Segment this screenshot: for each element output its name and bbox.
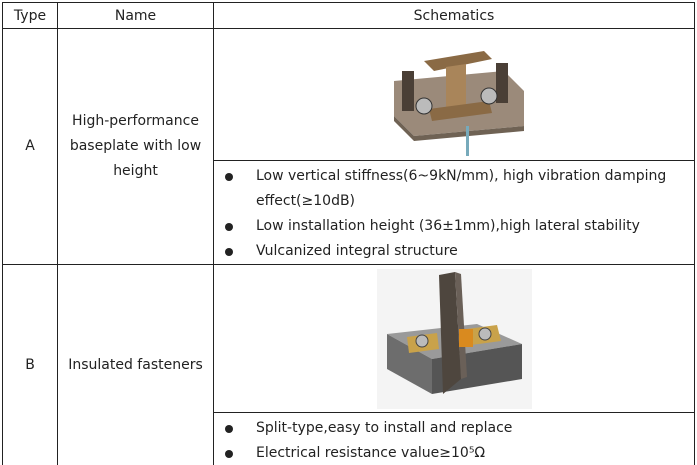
header-schematics: Schematics [213, 2, 695, 29]
table-row: Split-type,easy to install and replace E… [3, 412, 695, 465]
feature-item: Split-type,easy to install and replace [222, 416, 694, 441]
table-row: B Insulated fasteners [2, 264, 695, 465]
header-row: Type Name Schematics [2, 2, 695, 29]
feature-item: Vulcanized integral structure [222, 239, 694, 264]
feature-item: Low vertical stiffness(6~9kN/mm), high v… [222, 164, 694, 214]
feature-list-b: Split-type,easy to install and replace E… [213, 412, 695, 465]
name-cell: Insulated fasteners [57, 264, 214, 465]
table-row: A High-performance baseplate with low he… [2, 28, 695, 265]
feature-list-a: Low vertical stiffness(6~9kN/mm), high v… [213, 160, 695, 265]
feature-item: Low installation height (36±1mm),high la… [222, 214, 694, 239]
schematic-image-b [213, 264, 695, 413]
name-cell: High-performance baseplate with low heig… [57, 28, 214, 265]
header-type: Type [2, 2, 58, 29]
table-row: Low vertical stiffness(6~9kN/mm), high v… [3, 160, 695, 265]
type-cell: A [2, 28, 58, 265]
type-cell: B [2, 264, 58, 465]
feature-item: Electrical resistance value≥10⁵Ω [222, 441, 694, 465]
schematic-image-a [213, 28, 695, 161]
header-name: Name [57, 2, 214, 29]
